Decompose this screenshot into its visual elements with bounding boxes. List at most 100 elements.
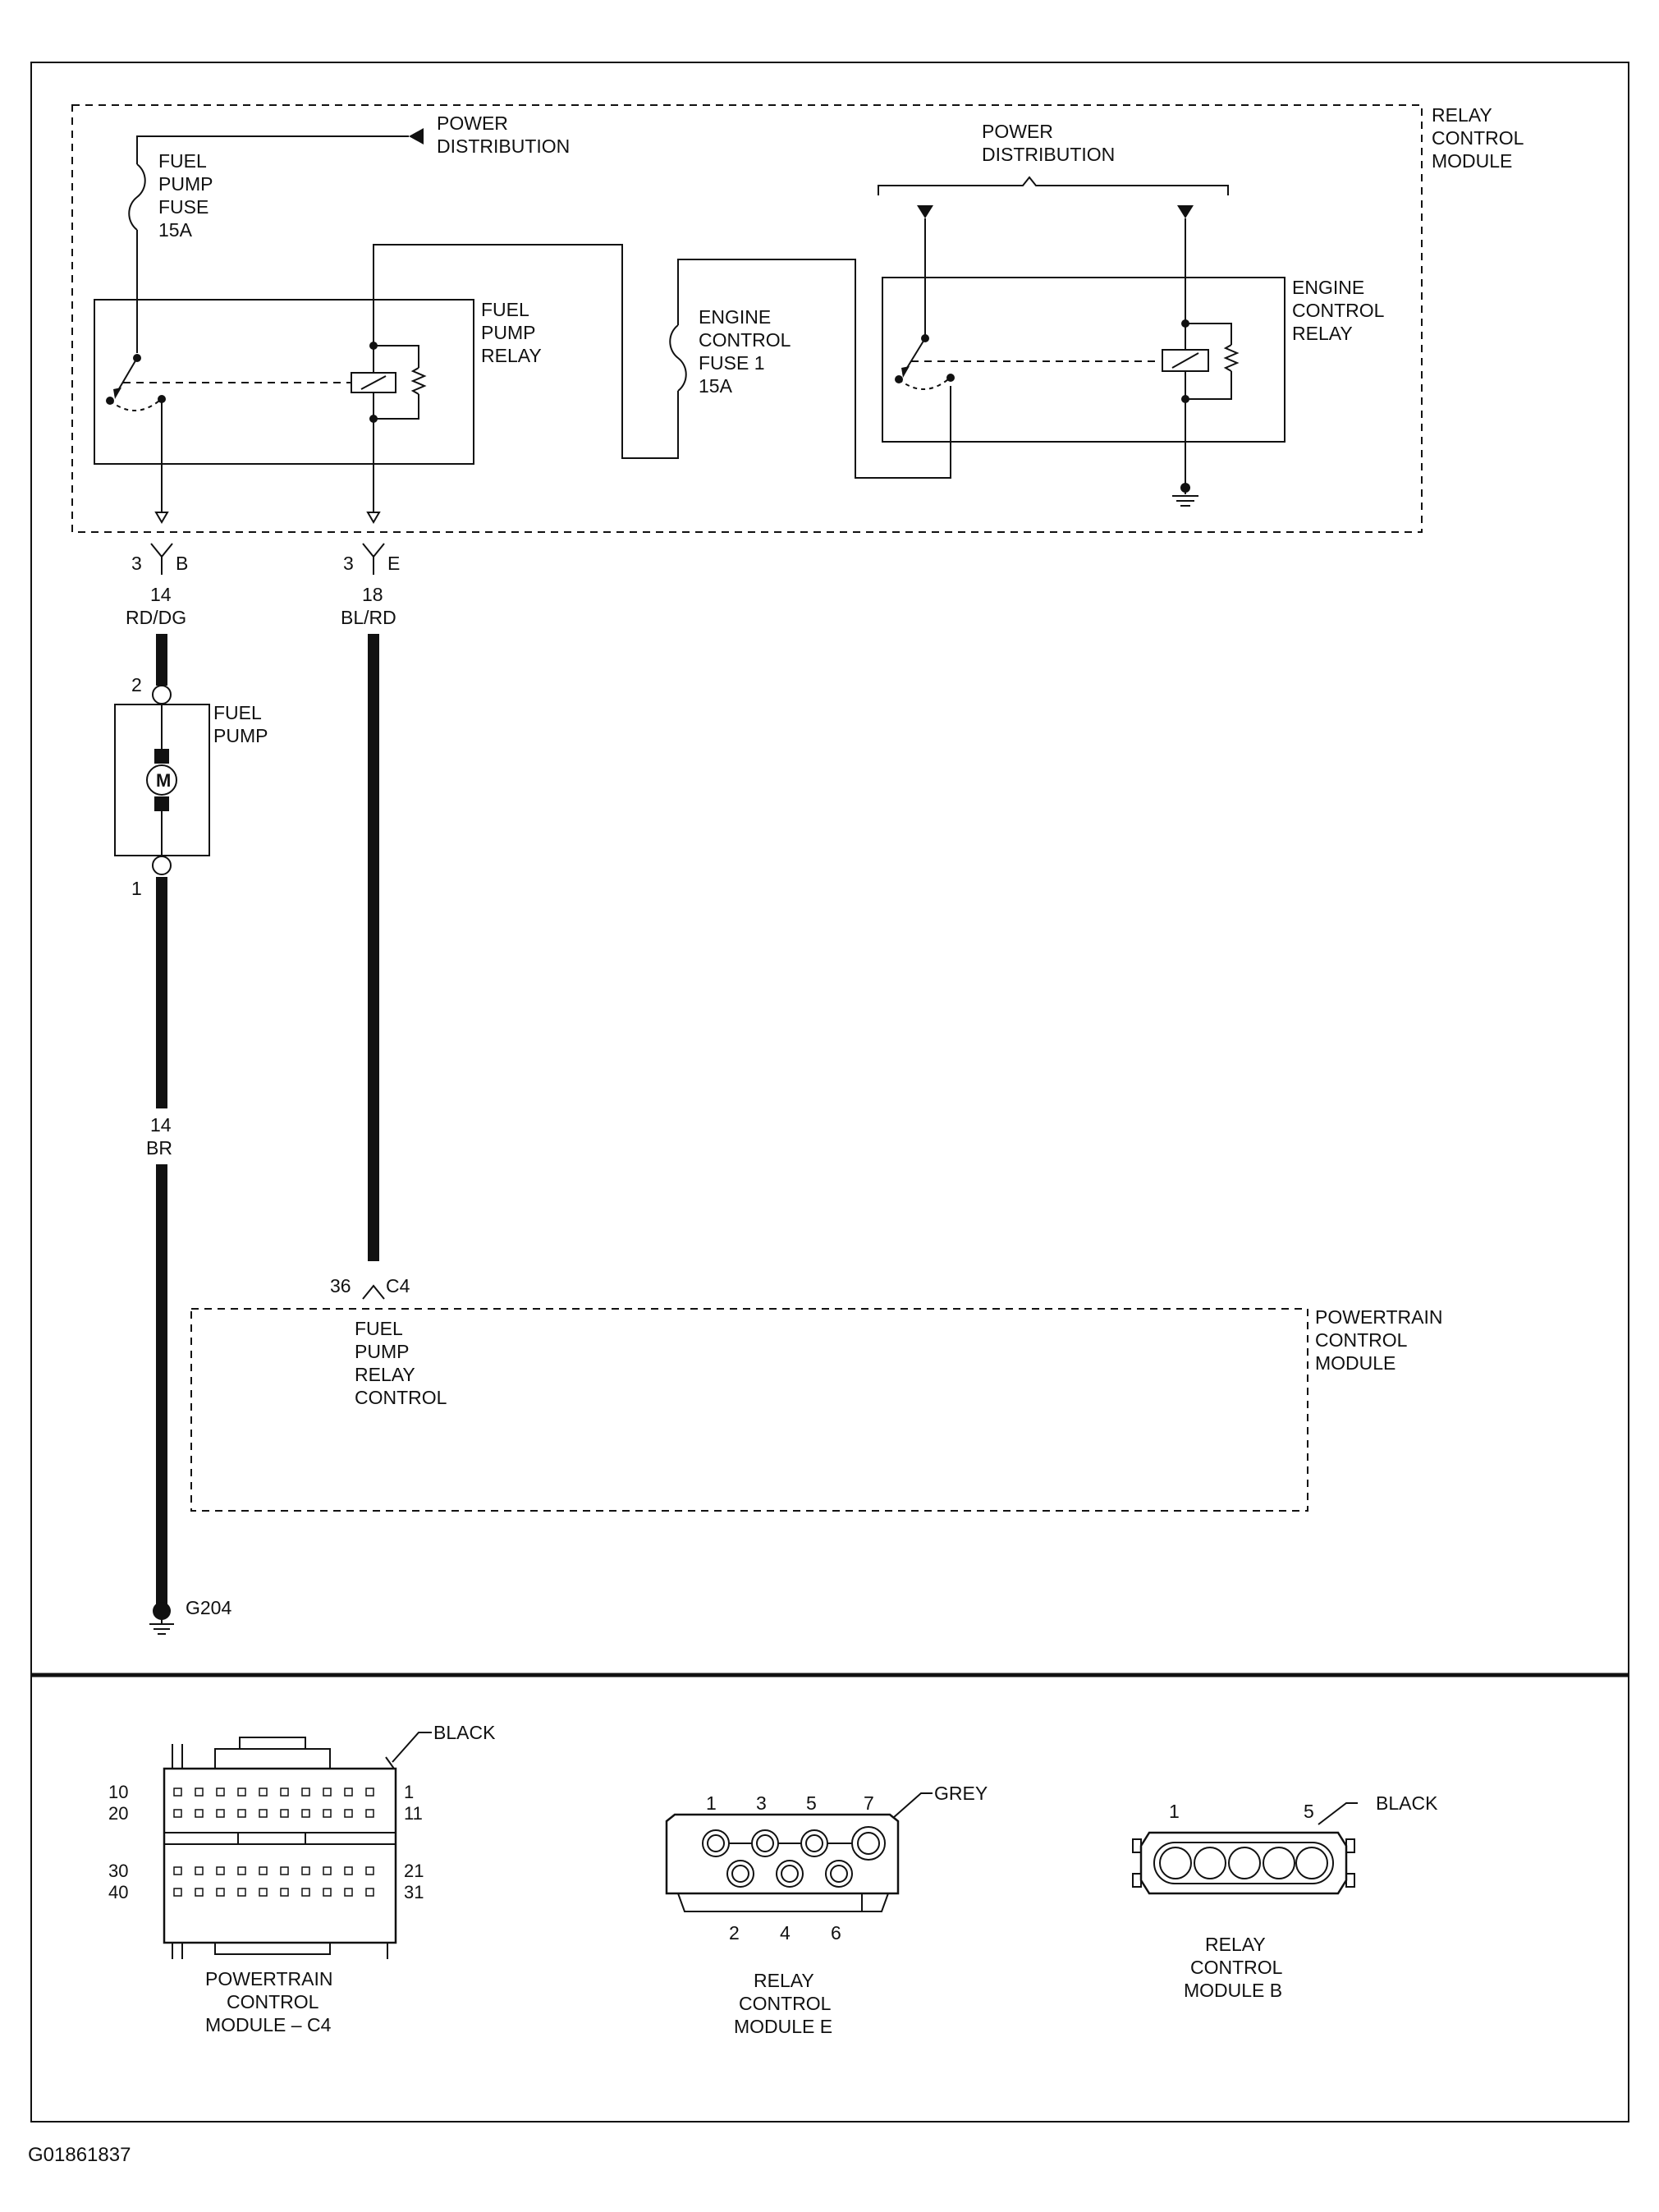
- pin-cavity: [195, 1866, 204, 1875]
- pin-cavity: [323, 1866, 332, 1875]
- rcm-b-name: RELAY CONTROL MODULE B: [1184, 1934, 1283, 2001]
- connector-b-symbol: [150, 512, 173, 575]
- svg-text:CONTROL: CONTROL: [1190, 1957, 1283, 1978]
- pcm-connector-id: C4: [386, 1275, 410, 1296]
- pin-cavity: [301, 1809, 310, 1818]
- svg-text:RELAY: RELAY: [1205, 1934, 1266, 1955]
- svg-text:POWER: POWER: [437, 112, 508, 134]
- svg-text:PUMP: PUMP: [213, 725, 268, 746]
- pin-cavity: [216, 1787, 225, 1797]
- svg-text:PUMP: PUMP: [481, 322, 535, 343]
- pin-cavity: [173, 1787, 182, 1797]
- engine-control-fuse-wire: [677, 259, 951, 479]
- fuel-pump-relay-coil: [351, 246, 427, 512]
- svg-text:15A: 15A: [158, 219, 193, 241]
- power-distribution-left: POWER DISTRIBUTION: [409, 112, 570, 157]
- pin-cavity: [344, 1888, 353, 1897]
- pcm-c4-pin-31: 31: [404, 1882, 424, 1902]
- pin-cavity: [195, 1809, 204, 1818]
- pin-cavity: [301, 1787, 310, 1797]
- pin-cavity: [173, 1888, 182, 1897]
- engine-control-fuse-label: ENGINE CONTROL FUSE 1 15A: [699, 306, 791, 397]
- fuel-pump-relay-box: [94, 299, 474, 465]
- svg-text:RELAY: RELAY: [1432, 104, 1492, 126]
- svg-text:CONTROL: CONTROL: [1292, 300, 1385, 321]
- pcm-boundary: [190, 1308, 1308, 1512]
- pin-cavity: [280, 1787, 289, 1797]
- rcm-e-color: GREY: [934, 1783, 988, 1804]
- svg-text:M: M: [156, 770, 171, 791]
- svg-text:DISTRIBUTION: DISTRIBUTION: [437, 135, 570, 157]
- power-feed-arrow-icon: [409, 128, 424, 145]
- power-feed-arrow-icon: [917, 205, 933, 218]
- figure-id: G01861837: [28, 2144, 131, 2166]
- engine-control-relay-label: ENGINE CONTROL RELAY: [1292, 277, 1385, 344]
- pcm-pin-function-label: FUEL PUMP RELAY CONTROL: [355, 1318, 447, 1408]
- pcm-c4-pin-21: 21: [404, 1861, 424, 1881]
- pin-cavity: [323, 1809, 332, 1818]
- rcm-e-name: RELAY CONTROL MODULE E: [734, 1970, 832, 2037]
- svg-text:POWERTRAIN: POWERTRAIN: [205, 1968, 332, 1989]
- svg-text:CONTROL: CONTROL: [355, 1387, 447, 1408]
- rcm-b-connector-view: [1132, 1831, 1355, 1895]
- rcm-e-pin-1: 1: [706, 1792, 717, 1814]
- pin-cavity: [237, 1866, 246, 1875]
- wire-1-color: RD/DG: [126, 607, 186, 628]
- svg-text:POWER: POWER: [982, 121, 1053, 142]
- engine-control-fuse-feed-wire: [373, 244, 679, 459]
- pin-cavity: [365, 1866, 374, 1875]
- pin-cavity: [323, 1787, 332, 1797]
- motor-icon: M: [146, 704, 177, 856]
- pcm-c4-name: POWERTRAIN CONTROL MODULE – C4: [205, 1968, 332, 2035]
- pcm-c4-pin-11: 11: [404, 1803, 423, 1824]
- pin-cavity: [259, 1866, 268, 1875]
- relay-control-module-boundary: [71, 104, 1423, 533]
- pcm-c4-pin-30: 30: [108, 1861, 128, 1881]
- svg-text:PUMP: PUMP: [355, 1341, 409, 1362]
- diagram-frame: [30, 62, 1629, 2123]
- svg-text:CONTROL: CONTROL: [699, 329, 791, 351]
- wire-1-gauge: 14: [150, 584, 172, 605]
- power-distribution-right: POWER DISTRIBUTION: [878, 121, 1229, 218]
- fuel-pump-terminal-2: [152, 685, 172, 704]
- pin-cavity: [365, 1787, 374, 1797]
- rcm-e-connector-view: [665, 1813, 900, 1912]
- pin-cavity: [237, 1787, 246, 1797]
- pin-cavity: [173, 1866, 182, 1875]
- fuel-pump-terminal-1: [152, 856, 172, 875]
- connector-b-id: B: [176, 553, 188, 574]
- svg-text:FUSE: FUSE: [158, 196, 209, 218]
- svg-text:MODULE B: MODULE B: [1184, 1980, 1282, 2001]
- fuel-pump-relay-label: FUEL PUMP RELAY: [481, 299, 542, 366]
- pin-cavity: [195, 1787, 204, 1797]
- pin-cavity: [237, 1809, 246, 1818]
- svg-text:FUEL: FUEL: [355, 1318, 403, 1339]
- svg-text:RELAY: RELAY: [754, 1970, 814, 1991]
- pcm-c4-pin-40: 40: [108, 1882, 128, 1902]
- connector-b-pin: 3: [131, 553, 142, 574]
- pin-cavity: [259, 1787, 268, 1797]
- pin-cavity: [280, 1866, 289, 1875]
- pcm-pin-36: 36: [330, 1275, 351, 1296]
- rcm-b-color: BLACK: [1376, 1792, 1438, 1814]
- svg-text:POWERTRAIN: POWERTRAIN: [1315, 1306, 1442, 1328]
- engine-control-relay-coil: [1162, 218, 1240, 507]
- fuel-pump-label: FUEL PUMP: [213, 702, 268, 746]
- engine-control-relay-switch: [895, 218, 1161, 390]
- connector-e-pin: 3: [343, 553, 354, 574]
- svg-text:CONTROL: CONTROL: [1315, 1329, 1408, 1351]
- rcm-e-pin-2: 2: [729, 1922, 740, 1944]
- connector-e-id: E: [387, 553, 400, 574]
- rcm-b-color-leader: [1318, 1802, 1358, 1825]
- fuel-pump-fuse-feed-wire: [136, 135, 409, 164]
- svg-text:MODULE: MODULE: [1315, 1352, 1395, 1374]
- pcm-c4-pin-1: 1: [404, 1782, 414, 1802]
- rcm-b-pin-1: 1: [1169, 1801, 1180, 1822]
- engine-control-relay-box: [882, 277, 1285, 443]
- connector-e-symbol: [362, 512, 385, 575]
- pin-cavity: [259, 1809, 268, 1818]
- rcm-b-pin-5: 5: [1304, 1801, 1314, 1822]
- svg-text:ENGINE: ENGINE: [699, 306, 771, 328]
- svg-text:FUEL: FUEL: [213, 702, 262, 723]
- pcm-c4-pin-10: 10: [108, 1782, 128, 1802]
